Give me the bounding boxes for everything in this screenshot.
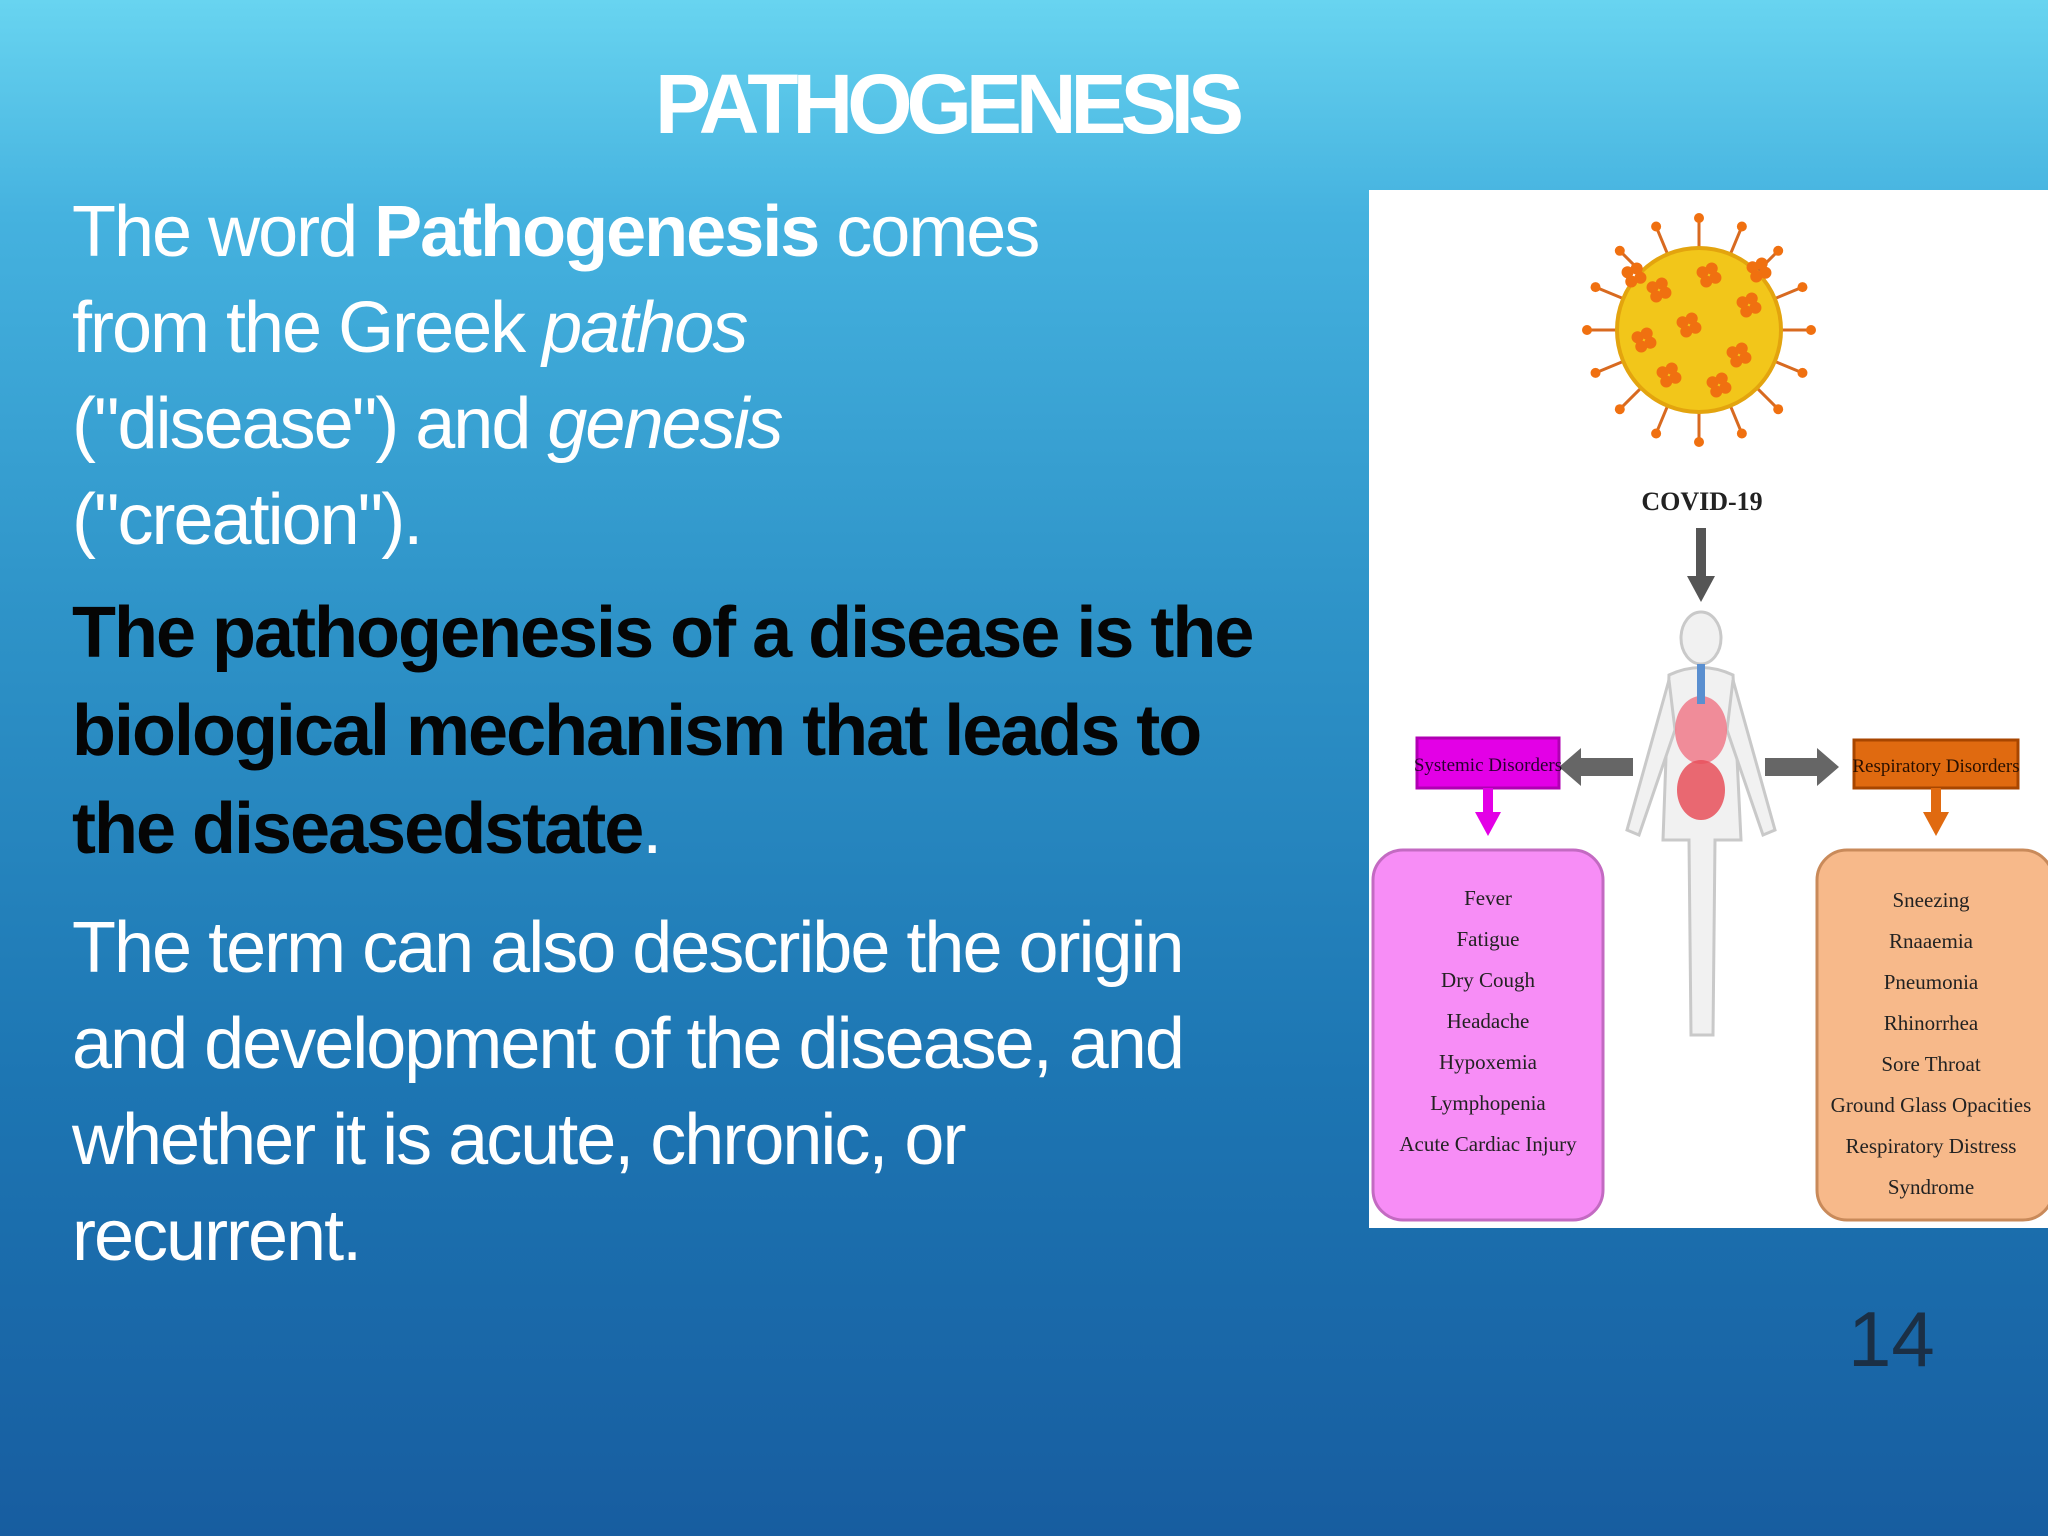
list-item: Respiratory Distress xyxy=(1846,1134,2017,1158)
description-line-1: The term can also describe the origin xyxy=(72,908,1185,988)
etymology-text: The word xyxy=(72,192,375,272)
etymology-line-4: ("creation"). xyxy=(72,480,423,560)
virus-protein xyxy=(1646,277,1672,303)
etymology-text: from the Greek xyxy=(72,288,543,368)
description-paragraph: The term can also describe the origin an… xyxy=(72,900,1362,1284)
respiratory-header-box xyxy=(1852,738,2020,790)
definition-line-1: The pathogenesis of a disease is the xyxy=(72,593,1254,673)
virus-spike-tip xyxy=(1614,245,1625,256)
respiratory-header: Respiratory Disorders xyxy=(1852,756,2019,777)
virus-spike-tip xyxy=(1806,325,1816,335)
description-line-2: and development of the disease, and xyxy=(72,1004,1185,1084)
virus-icon xyxy=(1582,213,1816,447)
term-pathos: pathos xyxy=(542,288,748,368)
list-item: Rhinorrhea xyxy=(1884,1011,1979,1035)
virus-spike-tip xyxy=(1694,437,1704,447)
virus-protein xyxy=(1736,292,1762,318)
etymology-line-2: from the Greek pathos xyxy=(72,280,1362,376)
etymology-line-3: ("disease") and genesis xyxy=(72,376,1362,472)
list-item: Rnaaemia xyxy=(1889,929,1974,953)
etymology-text: comes xyxy=(818,192,1040,272)
virus-proteins xyxy=(1621,257,1772,398)
list-item: Lymphopenia xyxy=(1430,1091,1546,1115)
virus-spike-tip xyxy=(1736,428,1747,439)
list-item: Sore Throat xyxy=(1881,1052,1981,1076)
arrow-right-icon xyxy=(1765,748,1839,786)
systemic-header: Systemic Disorders xyxy=(1414,755,1562,776)
list-item: Dry Cough xyxy=(1441,968,1535,992)
figure-drawing: COVID-19 Systemic Disorders xyxy=(1371,213,2048,1222)
virus-spike-tip xyxy=(1590,367,1601,378)
covid-pathogenesis-figure: COVID-19 Systemic Disorders xyxy=(1369,190,2048,1228)
virus-spike-tip xyxy=(1797,282,1808,293)
virus-spike-tip xyxy=(1651,221,1662,232)
virus-spike-tip xyxy=(1797,367,1808,378)
virus-spike-tip xyxy=(1773,245,1784,256)
definition-text: the diseasedstate xyxy=(72,789,644,869)
virus-spike-tip xyxy=(1651,428,1662,439)
list-item: Hypoxemia xyxy=(1439,1050,1538,1074)
arrow-left-icon xyxy=(1559,748,1633,786)
systemic-list-box xyxy=(1371,848,1605,1222)
systemic-list: Fever Fatigue Dry Cough Headache Hypoxem… xyxy=(1399,886,1577,1156)
arrow-down-icon xyxy=(1923,788,1949,836)
virus-protein xyxy=(1746,257,1772,283)
definition-line-3: the diseasedstate. xyxy=(72,780,1372,878)
list-item: Fatigue xyxy=(1457,927,1520,951)
etymology-line-1: The word Pathogenesis comes xyxy=(72,184,1362,280)
human-body-icon xyxy=(1625,610,1777,1037)
list-item: Headache xyxy=(1447,1009,1530,1033)
term-pathogenesis: Pathogenesis xyxy=(374,192,820,272)
slide-title: PATHOGENESIS xyxy=(655,57,1244,151)
virus-label: COVID-19 xyxy=(1641,487,1762,516)
etymology-text: ("disease") and xyxy=(72,384,548,464)
list-item: Fever xyxy=(1464,886,1512,910)
list-item: Syndrome xyxy=(1888,1175,1974,1199)
description-line-4: recurrent. xyxy=(72,1196,362,1276)
page-number: 14 xyxy=(1848,1295,1935,1383)
virus-protein xyxy=(1676,312,1702,338)
arrow-down-icon xyxy=(1475,788,1501,836)
list-item: Pneumonia xyxy=(1884,970,1979,994)
virus-protein xyxy=(1631,327,1657,353)
definition-paragraph: The pathogenesis of a disease is the bio… xyxy=(72,584,1372,878)
list-item: Acute Cardiac Injury xyxy=(1399,1132,1577,1156)
virus-spike-tip xyxy=(1736,221,1747,232)
definition-line-2: biological mechanism that leads to xyxy=(72,691,1202,771)
virus-spike-tip xyxy=(1773,404,1784,415)
term-genesis: genesis xyxy=(547,384,783,464)
virus-protein xyxy=(1696,262,1722,288)
virus-spike-tip xyxy=(1614,404,1625,415)
list-item: Sneezing xyxy=(1893,888,1970,912)
virus-protein xyxy=(1621,262,1647,288)
virus-protein xyxy=(1656,362,1682,388)
respiratory-list: Sneezing Rnaaemia Pneumonia Rhinorrhea S… xyxy=(1831,888,2032,1199)
virus-spike-tip xyxy=(1694,213,1704,223)
etymology-paragraph: The word Pathogenesis comes from the Gre… xyxy=(72,184,1362,568)
virus-protein xyxy=(1726,342,1752,368)
virus-protein xyxy=(1706,372,1732,398)
systemic-header-box xyxy=(1415,736,1561,790)
respiratory-list-box xyxy=(1815,848,2048,1222)
definition-period: . xyxy=(642,789,662,869)
virus-spike-tip xyxy=(1582,325,1592,335)
list-item: Ground Glass Opacities xyxy=(1831,1093,2032,1117)
description-line-3: whether it is acute, chronic, or xyxy=(72,1100,966,1180)
virus-spike-tip xyxy=(1590,282,1601,293)
arrow-down-icon xyxy=(1687,528,1715,602)
